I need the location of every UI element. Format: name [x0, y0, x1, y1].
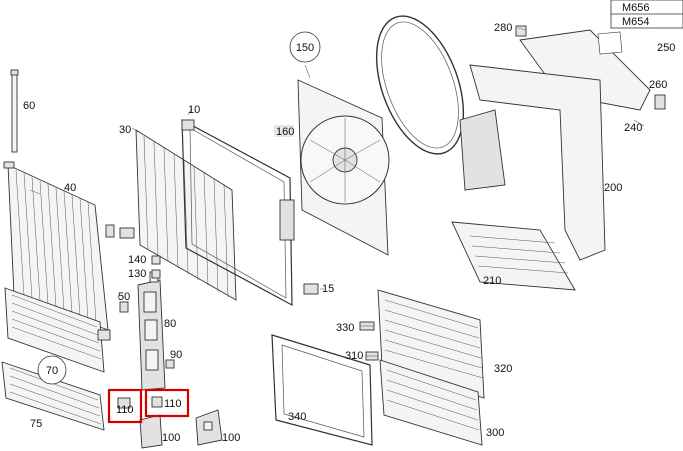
label-280: 280 — [494, 22, 512, 34]
label-10: 10 — [188, 104, 200, 116]
part-210-air-guide — [451, 221, 576, 291]
label-160-bg — [274, 125, 294, 137]
callout-150: 150 — [289, 31, 321, 63]
label-75: 75 — [30, 418, 42, 430]
label-240: 240 — [624, 122, 642, 134]
label-160: 160 — [276, 126, 294, 138]
part-10-frame — [181, 118, 295, 307]
part-150-shroud — [375, 15, 465, 155]
part-140-clip — [151, 255, 161, 265]
label-90: 90 — [170, 349, 182, 361]
highlight-box-left — [107, 388, 143, 424]
part-30-radiator — [119, 129, 237, 301]
part-90-screw — [165, 359, 175, 369]
variant-table: M656 M654 — [610, 0, 683, 29]
part-130-clip — [151, 269, 161, 279]
part-70-cooler — [4, 287, 111, 373]
part-100-mount-right — [195, 409, 223, 446]
leader-lines — [29, 27, 645, 357]
part-300-louver — [379, 359, 483, 446]
label-100-left: 100 — [162, 432, 180, 444]
label-100-right: 100 — [222, 432, 240, 444]
label-130: 130 — [128, 268, 146, 280]
part-60-rod — [10, 69, 19, 153]
part-15-connector — [303, 283, 319, 295]
part-110-right — [144, 388, 190, 418]
label-330: 330 — [336, 322, 354, 334]
label-30: 30 — [119, 124, 131, 136]
callout-70: 70 — [37, 355, 67, 385]
variant-m656: M656 — [622, 2, 650, 14]
label-210: 210 — [483, 275, 501, 287]
variant-m654: M654 — [622, 16, 650, 28]
label-260: 260 — [649, 79, 667, 91]
label-80: 80 — [164, 318, 176, 330]
part-40-radiator — [3, 161, 115, 331]
part-50-grommet — [119, 301, 129, 313]
part-110-left — [107, 388, 143, 424]
part-260-sensor — [654, 94, 666, 110]
label-320: 320 — [494, 363, 512, 375]
label-140: 140 — [128, 254, 146, 266]
label-40: 40 — [64, 182, 76, 194]
label-250: 250 — [657, 42, 675, 54]
label-200: 200 — [604, 182, 622, 194]
label-150: 150 — [296, 42, 314, 54]
part-280-clip — [515, 25, 527, 37]
highlight-box-right — [144, 388, 190, 418]
label-340: 340 — [288, 411, 306, 423]
part-75-cooler — [1, 361, 105, 431]
label-60: 60 — [23, 100, 35, 112]
label-110-left: 110 — [116, 404, 134, 416]
label-300: 300 — [486, 427, 504, 439]
part-100-mount-left — [139, 414, 163, 449]
part-80-bracket — [137, 271, 166, 391]
label-310: 310 — [345, 350, 363, 362]
label-15: 15 — [322, 283, 334, 295]
label-110-right: 110 — [164, 398, 182, 410]
part-160-fan — [297, 79, 390, 256]
part-200-side-frame — [459, 64, 606, 261]
label-70: 70 — [46, 365, 58, 377]
label-50: 50 — [118, 291, 130, 303]
part-340-frame — [271, 334, 373, 446]
